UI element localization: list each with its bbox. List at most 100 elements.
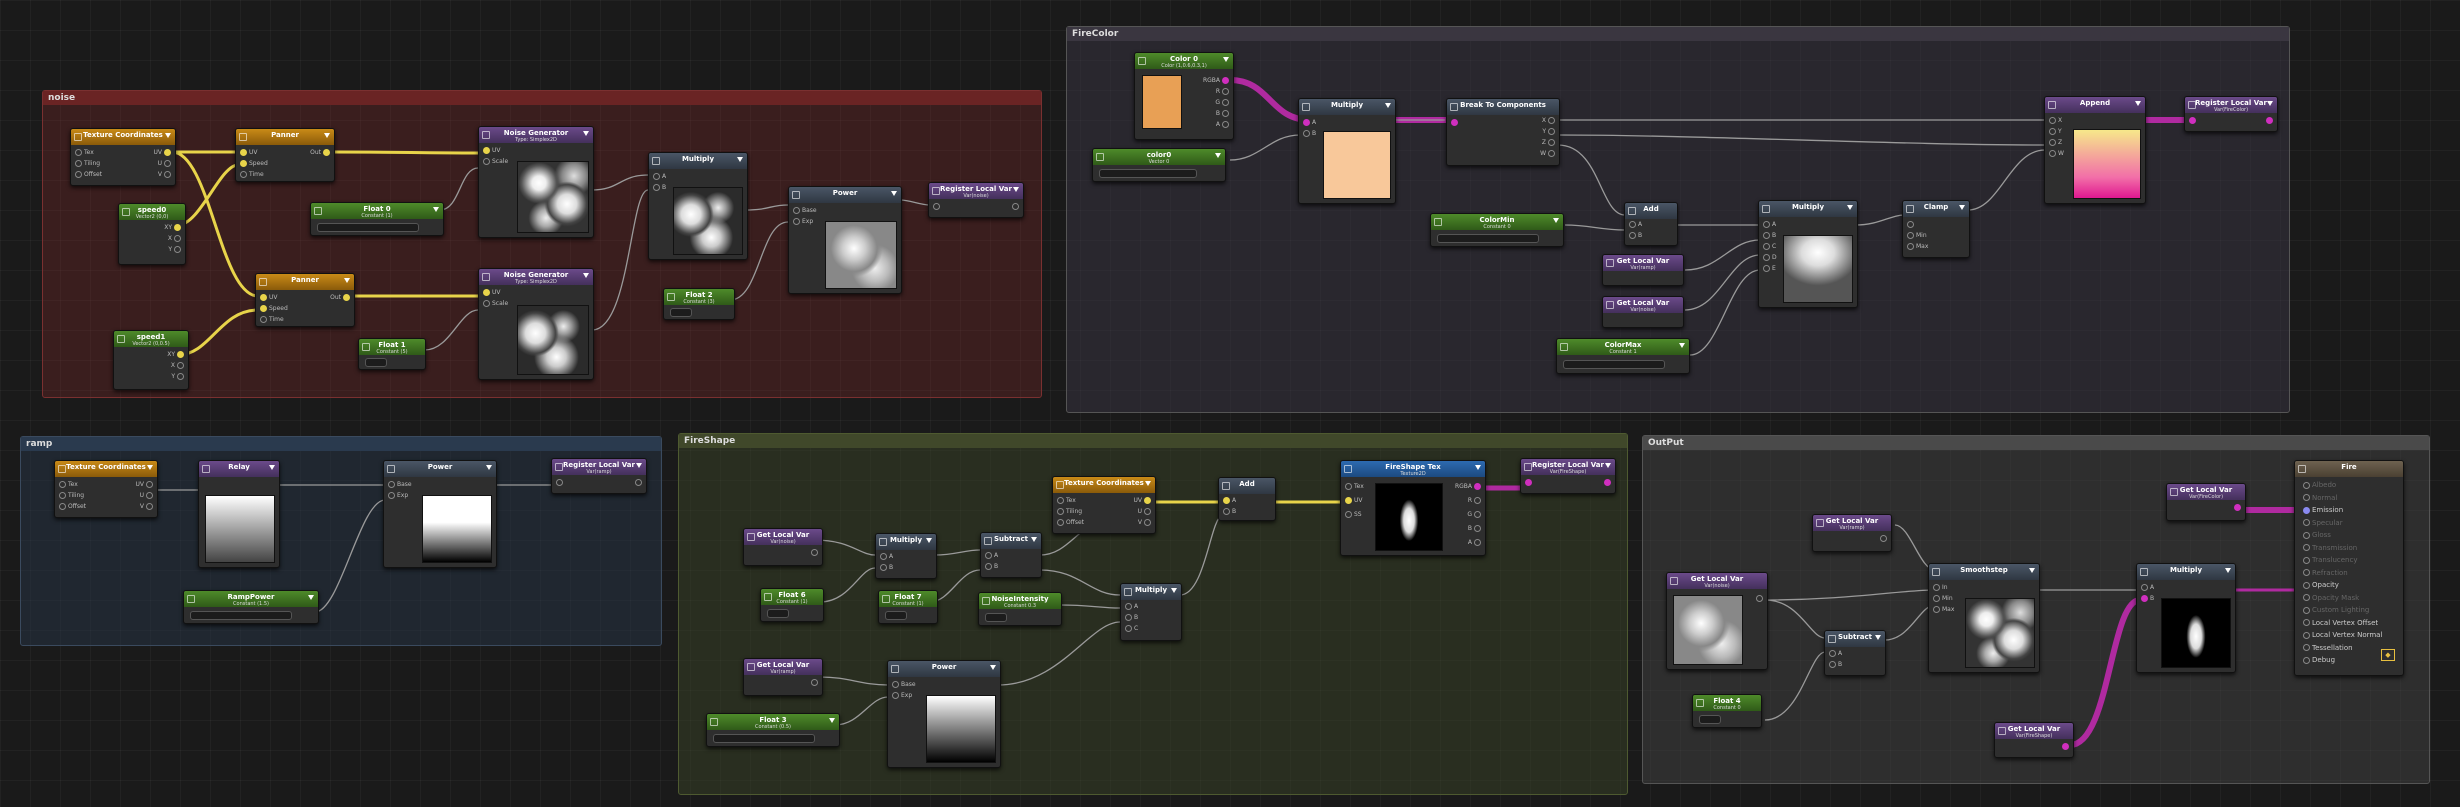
- port-b[interactable]: B: [1221, 508, 1236, 516]
- add-node-color[interactable]: Add A B: [1624, 202, 1678, 246]
- port-scale[interactable]: Scale: [481, 300, 508, 308]
- output-row-transmission[interactable]: Transmission: [2295, 542, 2403, 555]
- port-w[interactable]: W: [2047, 150, 2064, 158]
- port-x[interactable]: X: [2047, 117, 2062, 125]
- output-row-translucency[interactable]: Translucency: [2295, 554, 2403, 567]
- port-w[interactable]: W: [1540, 150, 1557, 158]
- power-node-ramp[interactable]: Power Base Exp: [383, 460, 497, 568]
- port-a[interactable]: A: [878, 553, 893, 561]
- output-row-local-vertex-offset[interactable]: Local Vertex Offset: [2295, 617, 2403, 630]
- port-a[interactable]: A: [1468, 539, 1483, 547]
- float3-slider[interactable]: [713, 734, 815, 743]
- port-in[interactable]: [931, 203, 942, 211]
- colormax-slider[interactable]: [1563, 360, 1665, 369]
- port-out[interactable]: [1602, 479, 1613, 487]
- float0-slider[interactable]: [317, 223, 419, 232]
- node-header[interactable]: Fire: [2295, 461, 2403, 477]
- port-tex[interactable]: Tex: [57, 481, 78, 489]
- port-base[interactable]: Base: [386, 481, 412, 489]
- port-b[interactable]: B: [983, 563, 998, 571]
- power-node-fs[interactable]: Power Base Exp: [887, 660, 1001, 768]
- output-row-specular[interactable]: Specular: [2295, 517, 2403, 530]
- collapse-arrow-icon[interactable]: [269, 465, 275, 470]
- float4-field[interactable]: [1699, 715, 1721, 724]
- float2-field[interactable]: [670, 308, 692, 317]
- node-header[interactable]: Texture Coordinates: [55, 461, 157, 477]
- port-out[interactable]: [2060, 743, 2071, 751]
- port-v-out[interactable]: V: [140, 503, 155, 511]
- noise-intensity-field[interactable]: [985, 613, 1007, 622]
- float6-field[interactable]: [767, 609, 789, 618]
- node-header[interactable]: Multiply: [649, 153, 747, 169]
- collapse-arrow-icon[interactable]: [308, 595, 314, 600]
- port-in[interactable]: [1523, 479, 1534, 487]
- color0-vector-field[interactable]: [1099, 169, 1197, 178]
- port-uv[interactable]: UV: [1343, 497, 1363, 505]
- node-header[interactable]: Break To Components: [1447, 99, 1559, 115]
- port-v-out[interactable]: V: [1138, 519, 1153, 527]
- port-ss[interactable]: SS: [1343, 511, 1362, 519]
- color-swatch[interactable]: [1142, 75, 1182, 129]
- master-output-node[interactable]: Fire Albedo Normal Emission Specular Glo…: [2294, 460, 2404, 676]
- port-a[interactable]: A: [983, 552, 998, 560]
- node-header[interactable]: Relay: [199, 461, 279, 477]
- port-base[interactable]: Base: [890, 681, 916, 689]
- node-header[interactable]: Add: [1219, 478, 1275, 494]
- port-xy[interactable]: XY: [164, 224, 183, 232]
- port-base[interactable]: Base: [791, 207, 817, 215]
- node-header[interactable]: Power: [789, 187, 901, 203]
- port-time[interactable]: Time: [258, 316, 284, 324]
- port-x[interactable]: X: [168, 235, 183, 243]
- output-row-normal[interactable]: Normal: [2295, 492, 2403, 505]
- smoothstep-node[interactable]: Smoothstep In Min Max: [1928, 563, 2040, 673]
- collapse-arrow-icon[interactable]: [433, 207, 439, 212]
- port-speed[interactable]: Speed: [258, 305, 288, 313]
- collapse-arrow-icon[interactable]: [1847, 205, 1853, 210]
- port-out[interactable]: [633, 479, 644, 487]
- collapse-arrow-icon[interactable]: [147, 465, 153, 470]
- port-uv[interactable]: UV: [481, 147, 501, 155]
- multiply-node-color[interactable]: Multiply A B: [1298, 98, 1396, 204]
- multiply-node-fs1[interactable]: Multiply A B: [875, 533, 937, 579]
- port-a[interactable]: A: [1123, 603, 1138, 611]
- port-max[interactable]: Max: [1931, 606, 1954, 614]
- port-out[interactable]: [2232, 504, 2243, 512]
- port-tex[interactable]: Tex: [1055, 497, 1076, 505]
- ramp-power-slider[interactable]: [190, 611, 292, 620]
- multiply-node-noise[interactable]: Multiply A B: [648, 152, 748, 260]
- port-uv-out[interactable]: UV: [1134, 497, 1154, 505]
- multiply-node-out[interactable]: Multiply A B: [2136, 563, 2236, 673]
- texture-coordinates-node-1[interactable]: Texture Coordinates Tex Tiling Offset UV…: [70, 128, 176, 186]
- port-offset[interactable]: Offset: [73, 171, 102, 179]
- port-uv[interactable]: UV: [258, 294, 278, 302]
- add-node-fs[interactable]: Add A B: [1218, 477, 1276, 521]
- collapse-arrow-icon[interactable]: [737, 157, 743, 162]
- port-g[interactable]: G: [1467, 511, 1483, 519]
- node-header[interactable]: Subtract: [981, 533, 1041, 549]
